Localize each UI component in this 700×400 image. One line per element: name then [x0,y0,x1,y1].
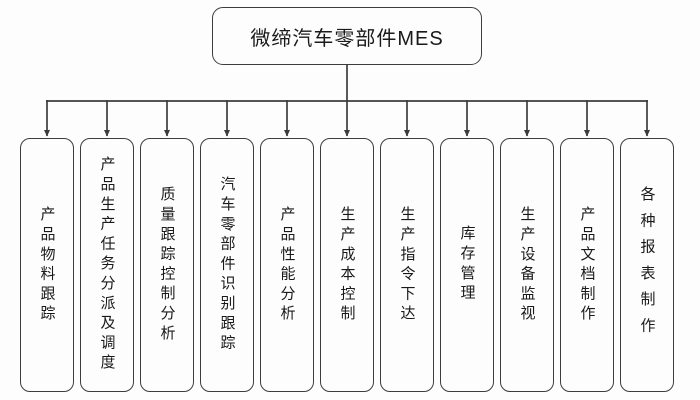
module-label: 生产成本控制 [338,205,356,325]
module-row: 产品物料跟踪 产品生产任务分派及调度 质量跟踪控制分析 汽车零部件识别跟踪 产品… [20,138,674,392]
module-label: 库存管理 [458,225,476,305]
module-node-production-order-issuing: 生产指令下达 [380,138,434,392]
module-node-inventory-management: 库存管理 [440,138,494,392]
module-node-product-document-creation: 产品文档制作 [560,138,614,392]
module-label: 汽车零部件识别跟踪 [218,175,236,355]
module-node-production-cost-control: 生产成本控制 [320,138,374,392]
module-label: 生产设备监视 [518,205,536,325]
module-label: 产品文档制作 [578,205,596,325]
module-node-product-performance-analysis: 产品性能分析 [260,138,314,392]
module-node-production-task-dispatch-scheduling: 产品生产任务分派及调度 [80,138,134,392]
module-node-auto-parts-identification-tracking: 汽车零部件识别跟踪 [200,138,254,392]
module-label: 各种报表制作 [638,186,656,344]
module-label: 产品性能分析 [278,205,296,325]
root-node-label: 微缔汽车零部件MES [250,27,444,50]
module-node-quality-tracking-control-analysis: 质量跟踪控制分析 [140,138,194,392]
module-label: 生产指令下达 [398,205,416,325]
module-node-product-material-tracking: 产品物料跟踪 [20,138,74,392]
module-label: 产品物料跟踪 [38,205,56,325]
root-node: 微缔汽车零部件MES [212,7,482,65]
module-label: 产品生产任务分派及调度 [98,156,116,374]
module-node-production-equipment-monitoring: 生产设备监视 [500,138,554,392]
module-label: 质量跟踪控制分析 [158,185,176,345]
module-node-various-report-creation: 各种报表制作 [620,138,674,392]
